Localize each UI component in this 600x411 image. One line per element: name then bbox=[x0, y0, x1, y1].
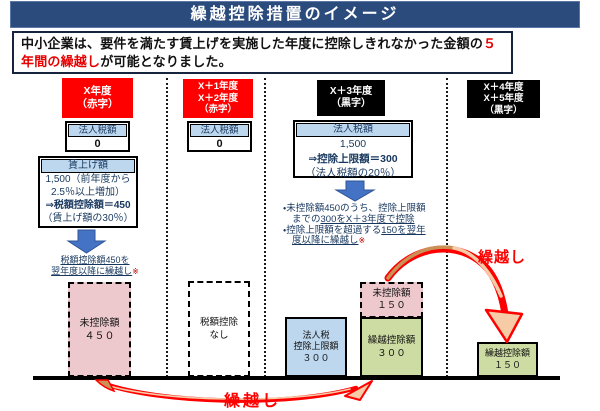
year-header-x-line2: （赤字） bbox=[76, 98, 119, 110]
wage-box: 賃上げ額 1,500（前年度から 2.5％以上増加） ⇒税額控除額＝450 （賃… bbox=[38, 156, 138, 228]
year-header-x1-x2-note: （赤字） bbox=[198, 104, 237, 116]
year-header-x3: X＋3年度 （黒字） bbox=[317, 80, 385, 116]
tax-box-col2-label: 法人税額 bbox=[190, 124, 249, 137]
tax-box-col3-rate: （法人税額の20％） bbox=[305, 167, 401, 179]
note-line2: 翌年度以降に繰越し bbox=[51, 266, 133, 276]
year-header-x-line1: X年度 bbox=[83, 85, 112, 98]
down-arrow-icon bbox=[66, 229, 107, 254]
tax-box-col3-amount: 1,500 bbox=[339, 138, 367, 150]
wage-box-deduction: ⇒税額控除額＝450 bbox=[45, 200, 131, 211]
bullet-line4: 度以降に繰越し※ bbox=[292, 235, 366, 247]
tax-box-col1-value: 0 bbox=[94, 138, 101, 150]
deduction-bullets: ・未控除額450のうち、控除上限額 までの300をX＋3年度で控除 ・控除上限額… bbox=[283, 203, 455, 247]
bar-undeducted-450: 未控除額 ４５０ bbox=[68, 282, 131, 377]
year-header-x: X年度 （赤字） bbox=[62, 78, 133, 118]
bullet-line2: までの300をX＋3年度で控除 bbox=[292, 213, 415, 225]
timeline-baseline bbox=[33, 376, 560, 380]
intro-box: 中小企業は、要件を満たす賃上げを実施した年度に控除しきれなかった金額の５年間の繰… bbox=[12, 31, 513, 74]
note-asterisk: ※ bbox=[132, 267, 139, 276]
intro-highlight: ５年間の繰越し bbox=[21, 36, 497, 70]
tax-box-col3: 法人税額 1,500 ⇒控除上限額＝300 （法人税額の20％） bbox=[293, 120, 413, 179]
bar-deduction-limit-300: 法人税 控除上限額 ３００ bbox=[285, 317, 347, 377]
down-arrow-icon bbox=[334, 180, 376, 202]
year-header-x4-x5-note: （黒字） bbox=[484, 104, 523, 116]
tax-box-col2-value: 0 bbox=[216, 138, 223, 150]
bar-carryover-150: 繰越控除額 １５０ bbox=[477, 342, 538, 377]
wage-box-line1: 1,500（前年度から bbox=[45, 174, 131, 185]
column-separator-1 bbox=[166, 78, 168, 377]
page-title: 繰越控除措置のイメージ bbox=[10, 1, 580, 28]
note-line1: 税額控除額450を bbox=[60, 255, 130, 265]
carryover-arrow-icon bbox=[94, 379, 373, 403]
wage-box-line2: 2.5％以上増加） bbox=[51, 187, 125, 198]
bullet-line1: ・未控除額450のうち、控除上限額 bbox=[283, 203, 426, 214]
wage-box-label: 賃上げ額 bbox=[41, 159, 135, 173]
year-header-x1: X＋1年度 bbox=[197, 81, 239, 93]
intro-line1: 中小企業は、要件を満たす賃上げを実施した年度に控除しきれなかった金額 bbox=[21, 36, 470, 51]
tax-box-col1-label: 法人税額 bbox=[68, 124, 127, 137]
year-header-x3-line1: X＋3年度 bbox=[329, 85, 373, 97]
carryover-label-bottom: 繰越し bbox=[224, 393, 282, 410]
column-separator-2 bbox=[264, 78, 266, 377]
year-header-x2: X＋2年度 bbox=[197, 92, 239, 104]
year-header-x5: X＋5年度 bbox=[483, 93, 524, 105]
tax-box-col1: 法人税額 0 bbox=[65, 121, 130, 152]
carryover-note-col1: 税額控除額450を 翌年度以降に繰越し※ bbox=[40, 255, 150, 277]
intro-line2-post: が可能となりました。 bbox=[100, 54, 232, 70]
year-header-x4: X＋4年度 bbox=[483, 81, 524, 93]
tax-box-col3-limit: ⇒控除上限額＝300 bbox=[308, 152, 398, 165]
intro-line2-pre: の bbox=[469, 36, 484, 51]
bullet-line3: ・控除上限額を超過する150を翌年 bbox=[283, 224, 426, 236]
bar-carryover-300: 繰越控除額 ３００ bbox=[360, 317, 423, 377]
tax-box-col2: 法人税額 0 bbox=[187, 121, 252, 152]
year-header-x1-x2: X＋1年度 X＋2年度 （赤字） bbox=[183, 79, 253, 118]
column-separator-3 bbox=[446, 78, 448, 377]
year-header-x4-x5: X＋4年度 X＋5年度 （黒字） bbox=[467, 80, 540, 118]
carryover-arrow-icon bbox=[384, 245, 524, 344]
carryover-label-top: 繰越し bbox=[478, 249, 527, 266]
wage-box-rate: （賃上げ額の30％） bbox=[42, 213, 134, 224]
year-header-x3-line2: （黒字） bbox=[331, 98, 371, 109]
bar-no-deduction: 税額控除 なし bbox=[188, 281, 250, 377]
tax-box-col3-label: 法人税額 bbox=[296, 123, 410, 137]
